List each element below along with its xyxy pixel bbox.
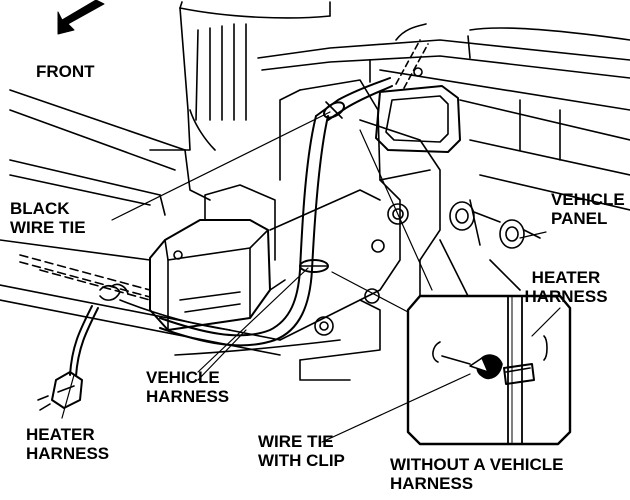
grommet xyxy=(375,85,461,153)
label-without-vehicle-harness-line1: WITHOUT A VEHICLE xyxy=(390,455,564,474)
inset-callout-line xyxy=(331,271,409,313)
heater-harness-cable xyxy=(159,23,429,347)
label-heater-harness-plug-line2: HARNESS xyxy=(26,444,110,463)
leader-lines xyxy=(61,111,561,443)
label-vehicle-panel-line2: PANEL xyxy=(551,209,608,228)
front-direction-arrow-icon xyxy=(57,0,105,35)
vehicle-panel-studs xyxy=(439,199,541,301)
label-black-wire-tie-line2: WIRE TIE xyxy=(10,218,86,237)
label-black-wire-tie-line1: BLACK xyxy=(10,199,70,218)
label-heater-harness-detail: HEATER HARNESS xyxy=(516,268,616,306)
center-body-panel xyxy=(269,79,441,381)
label-heater-harness-detail-line2: HARNESS xyxy=(524,287,608,306)
label-front: FRONT xyxy=(36,62,95,81)
detail-inset xyxy=(406,294,572,446)
label-vehicle-harness-line2: HARNESS xyxy=(146,387,230,406)
vehicle-harness-dashed xyxy=(19,254,151,301)
label-heater-harness-detail-line1: HEATER xyxy=(531,268,601,287)
label-vehicle-panel: VEHICLE PANEL xyxy=(551,190,625,228)
label-wire-tie-with-clip-line1: WIRE TIE xyxy=(258,432,334,451)
label-vehicle-harness-line1: VEHICLE xyxy=(146,368,220,387)
label-heater-harness-plug: HEATER HARNESS xyxy=(26,425,109,463)
label-vehicle-harness: VEHICLE HARNESS xyxy=(146,368,229,406)
label-vehicle-panel-line1: VEHICLE xyxy=(551,190,625,209)
label-wire-tie-with-clip-line2: WITH CLIP xyxy=(258,451,345,470)
label-black-wire-tie: BLACK WIRE TIE xyxy=(10,199,86,237)
label-wire-tie-with-clip: WIRE TIE WITH CLIP xyxy=(258,432,345,470)
vehicle-harness-conduit xyxy=(119,299,341,356)
label-heater-harness-plug-line1: HEATER xyxy=(26,425,95,444)
left-body-frame xyxy=(0,89,281,356)
heater-connector-housing xyxy=(149,184,286,331)
label-without-vehicle-harness: WITHOUT A VEHICLE HARNESS xyxy=(390,455,563,493)
label-front-text: FRONT xyxy=(36,62,95,81)
upper-right-structure xyxy=(257,27,630,211)
heater-harness-plug-cord xyxy=(37,305,99,411)
upper-body-panel xyxy=(149,1,331,151)
label-without-vehicle-harness-line2: HARNESS xyxy=(390,474,474,493)
